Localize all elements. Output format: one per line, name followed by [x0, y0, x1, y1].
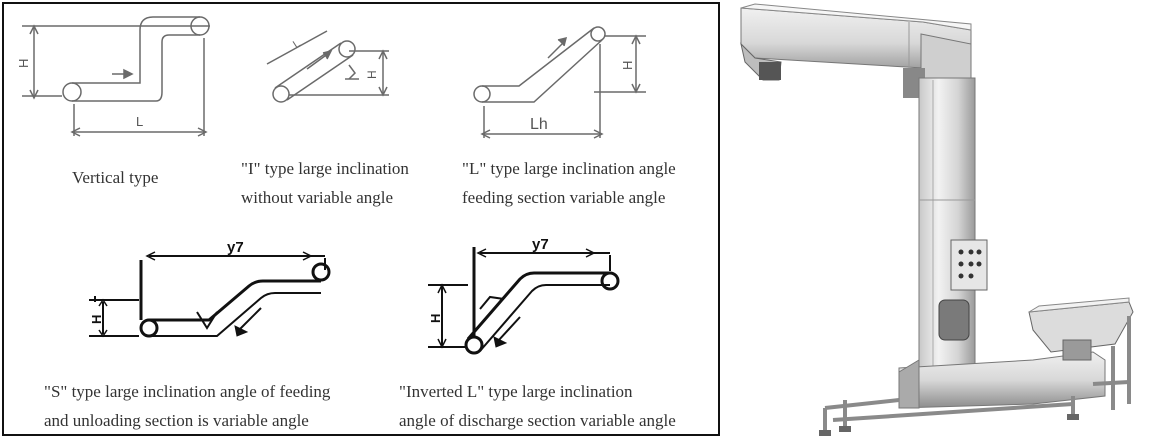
diagram-vertical-type: H L [16, 16, 210, 137]
i-type-h-label: H [365, 70, 379, 79]
caption-vertical-type: Vertical type [72, 168, 159, 187]
caption-i-type: "I" type large inclination without varia… [241, 159, 409, 207]
vertical-l-label: L [136, 114, 143, 129]
s-type-l-label: y7 [227, 239, 244, 256]
diagram-s-type: y7 H [89, 239, 331, 338]
l-type-l-label: Lh [530, 116, 548, 133]
diagram-inverted-l-type: y7 H [428, 236, 620, 355]
caption-l-type: "L" type large inclination angle feeding… [462, 159, 676, 207]
i-type-l-label: L [291, 38, 303, 51]
l-type-h-label: H [620, 61, 635, 70]
diagram-i-type: L H [266, 30, 389, 103]
caption-s-type: "S" type large inclination angle of feed… [44, 382, 331, 430]
conveyor-types-panel: H L L H [2, 2, 720, 436]
caption-inverted-l-type: "Inverted L" type large inclination angl… [399, 382, 676, 430]
inverted-l-h-label: H [428, 314, 443, 323]
bucket-elevator-machine-image [740, 3, 1134, 436]
diagram-l-type: H Lh [473, 26, 646, 139]
vertical-h-label: H [16, 59, 31, 68]
s-type-h-label: H [89, 315, 104, 324]
inverted-l-l-label: y7 [532, 236, 549, 253]
